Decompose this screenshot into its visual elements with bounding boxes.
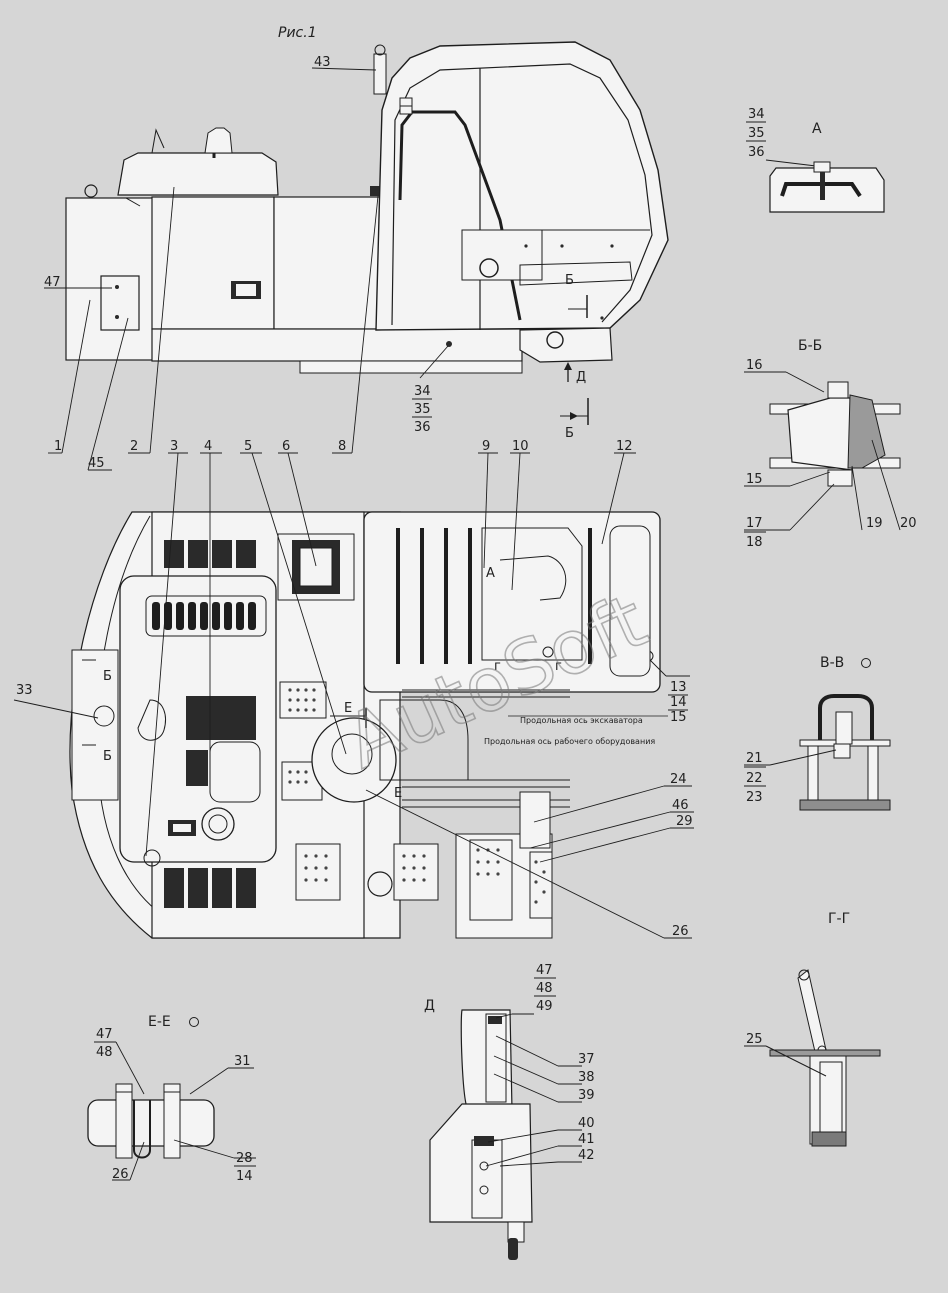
- callout-48-d: 48: [536, 981, 553, 996]
- callout-43: 43: [314, 55, 331, 70]
- view-a-detail: [769, 161, 885, 213]
- callout-15: 15: [670, 710, 687, 725]
- section-vv-detail: [799, 694, 891, 811]
- callout-39: 39: [578, 1088, 595, 1103]
- view-title-gg: Г-Г: [828, 911, 850, 927]
- view-title-bb: Б-Б: [798, 338, 822, 354]
- callout-38: 38: [578, 1070, 595, 1085]
- callout-46: 46: [672, 798, 689, 813]
- view-title-ee: Е-Е: [148, 1014, 171, 1030]
- callout-41: 41: [578, 1132, 595, 1147]
- callout-14: 14: [670, 695, 687, 710]
- callout-24: 24: [670, 772, 687, 787]
- callout-6: 6: [282, 439, 290, 454]
- callout-1: 1: [54, 439, 62, 454]
- callout-26-ee: 26: [112, 1167, 129, 1182]
- callout-35-a: 35: [748, 126, 765, 141]
- callout-20: 20: [900, 516, 917, 531]
- view-title-d: Д: [424, 998, 435, 1014]
- view-mark-d: Д: [576, 370, 586, 385]
- section-bb-detail: [769, 381, 901, 487]
- callout-9: 9: [482, 439, 490, 454]
- section-mark-b-top: Б: [565, 273, 574, 288]
- callout-18: 18: [746, 535, 763, 550]
- callout-31: 31: [234, 1054, 251, 1069]
- plan-mark-e-2: Е: [394, 786, 402, 801]
- callout-33: 33: [16, 683, 33, 698]
- callout-36-a: 36: [748, 145, 765, 160]
- callout-15-bb: 15: [746, 472, 763, 487]
- callout-34-a: 34: [748, 107, 765, 122]
- plan-mark-e-1: Е: [344, 701, 352, 716]
- callout-29: 29: [676, 814, 693, 829]
- plan-mark-a: А: [486, 566, 495, 581]
- section-gg-detail: [769, 969, 881, 1147]
- callout-5: 5: [244, 439, 252, 454]
- view-title-a: А: [812, 121, 822, 137]
- callout-47-side: 47: [44, 275, 61, 290]
- axis-label-equipment: Продольная ось рабочего оборудования: [484, 737, 655, 746]
- callout-47-d: 47: [536, 963, 553, 978]
- plan-mark-b-2: Б: [103, 749, 112, 764]
- plan-mark-g-1: г: [494, 659, 501, 674]
- callout-45: 45: [88, 456, 105, 471]
- callout-40: 40: [578, 1116, 595, 1131]
- side-view: [65, 41, 669, 374]
- callout-28: 28: [236, 1151, 253, 1166]
- callout-23: 23: [746, 790, 763, 805]
- callout-12: 12: [616, 439, 633, 454]
- callout-37: 37: [578, 1052, 595, 1067]
- section-ee-detail: [87, 1083, 215, 1159]
- axis-label-excavator: Продольная ось экскаватора: [520, 716, 643, 725]
- callout-42: 42: [578, 1148, 595, 1163]
- callout-47-ee: 47: [96, 1027, 113, 1042]
- callout-4: 4: [204, 439, 212, 454]
- callout-26-plan: 26: [672, 924, 689, 939]
- callout-22: 22: [746, 771, 763, 786]
- callout-49: 49: [536, 999, 553, 1014]
- callout-36-side: 36: [414, 420, 431, 435]
- callout-13: 13: [670, 680, 687, 695]
- callout-19: 19: [866, 516, 883, 531]
- callout-21: 21: [746, 751, 763, 766]
- plan-view: [69, 511, 661, 939]
- callout-35-side: 35: [414, 402, 431, 417]
- plan-mark-g-2: г: [555, 659, 562, 674]
- callout-3: 3: [170, 439, 178, 454]
- callout-2: 2: [130, 439, 138, 454]
- callout-48-ee: 48: [96, 1045, 113, 1060]
- callout-8: 8: [338, 439, 346, 454]
- callout-10: 10: [512, 439, 529, 454]
- figure-title: Рис.1: [278, 25, 317, 41]
- view-d-detail: [429, 1009, 533, 1260]
- callout-16: 16: [746, 358, 763, 373]
- callout-14-ee: 14: [236, 1169, 253, 1184]
- view-title-vv: В-В: [820, 655, 844, 671]
- plan-mark-b-1: Б: [103, 669, 112, 684]
- callout-25: 25: [746, 1032, 763, 1047]
- callout-17: 17: [746, 516, 763, 531]
- callout-34-side: 34: [414, 384, 431, 399]
- section-mark-b-lower: Б: [565, 426, 574, 441]
